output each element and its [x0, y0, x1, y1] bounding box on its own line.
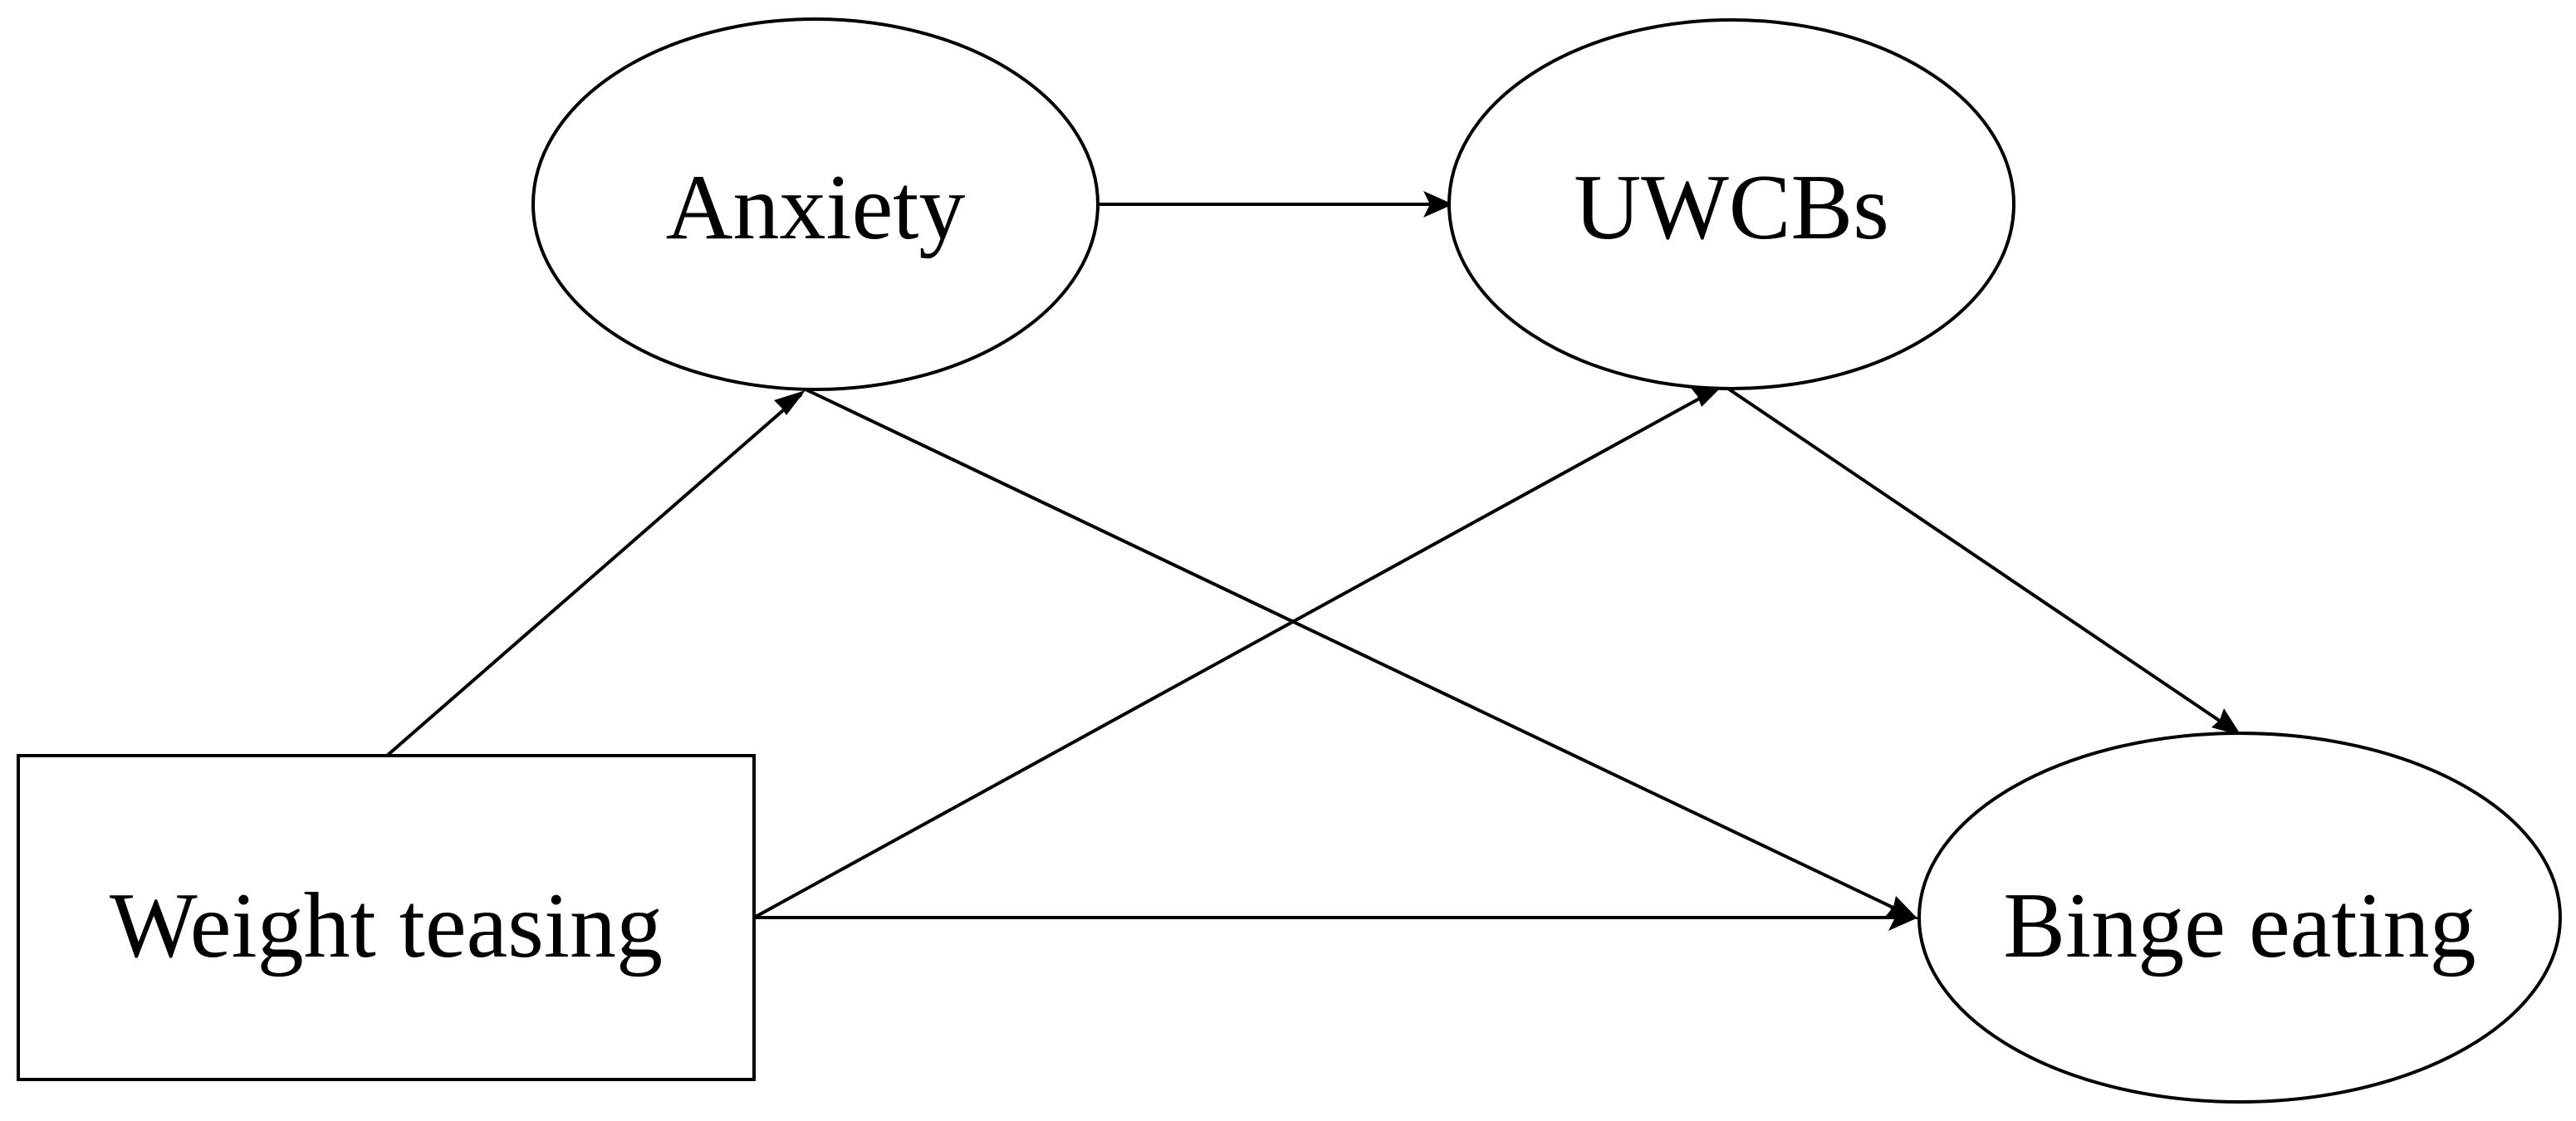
anxiety-ellipse	[531, 17, 1099, 391]
weight-teasing-box	[17, 754, 756, 1081]
uwcbs-ellipse	[1447, 18, 2015, 390]
arrowhead-weight-teasing-to-anxiety	[774, 390, 806, 415]
edge-uwcbs-to-binge-eating	[1721, 384, 2240, 735]
edge-weight-teasing-to-anxiety	[385, 393, 803, 757]
arrowhead-anxiety-to-binge-eating	[1885, 896, 1918, 919]
edge-anxiety-to-binge-eating	[803, 387, 1915, 919]
arrowhead-uwcbs-to-binge-eating	[2211, 708, 2241, 736]
node-uwcbs: UWCBs	[1447, 18, 2015, 390]
uwcbs-label: UWCBs	[1574, 156, 1889, 259]
binge-eating-label: Binge eating	[2003, 874, 2476, 977]
anxiety-label: Anxiety	[666, 156, 966, 259]
arrowhead-weight-teasing-to-uwcbs	[1691, 385, 1723, 407]
node-binge-eating: Binge eating	[1917, 732, 2562, 1104]
edges	[385, 191, 2241, 931]
arrowhead-anxiety-to-uwcbs	[1423, 191, 1453, 218]
weight-teasing-label: Weight teasing	[110, 874, 663, 977]
node-weight-teasing: Weight teasing	[17, 754, 756, 1081]
edge-weight-teasing-to-uwcbs	[753, 386, 1720, 919]
node-anxiety: Anxiety	[531, 17, 1099, 391]
binge-eating-ellipse	[1917, 732, 2562, 1104]
